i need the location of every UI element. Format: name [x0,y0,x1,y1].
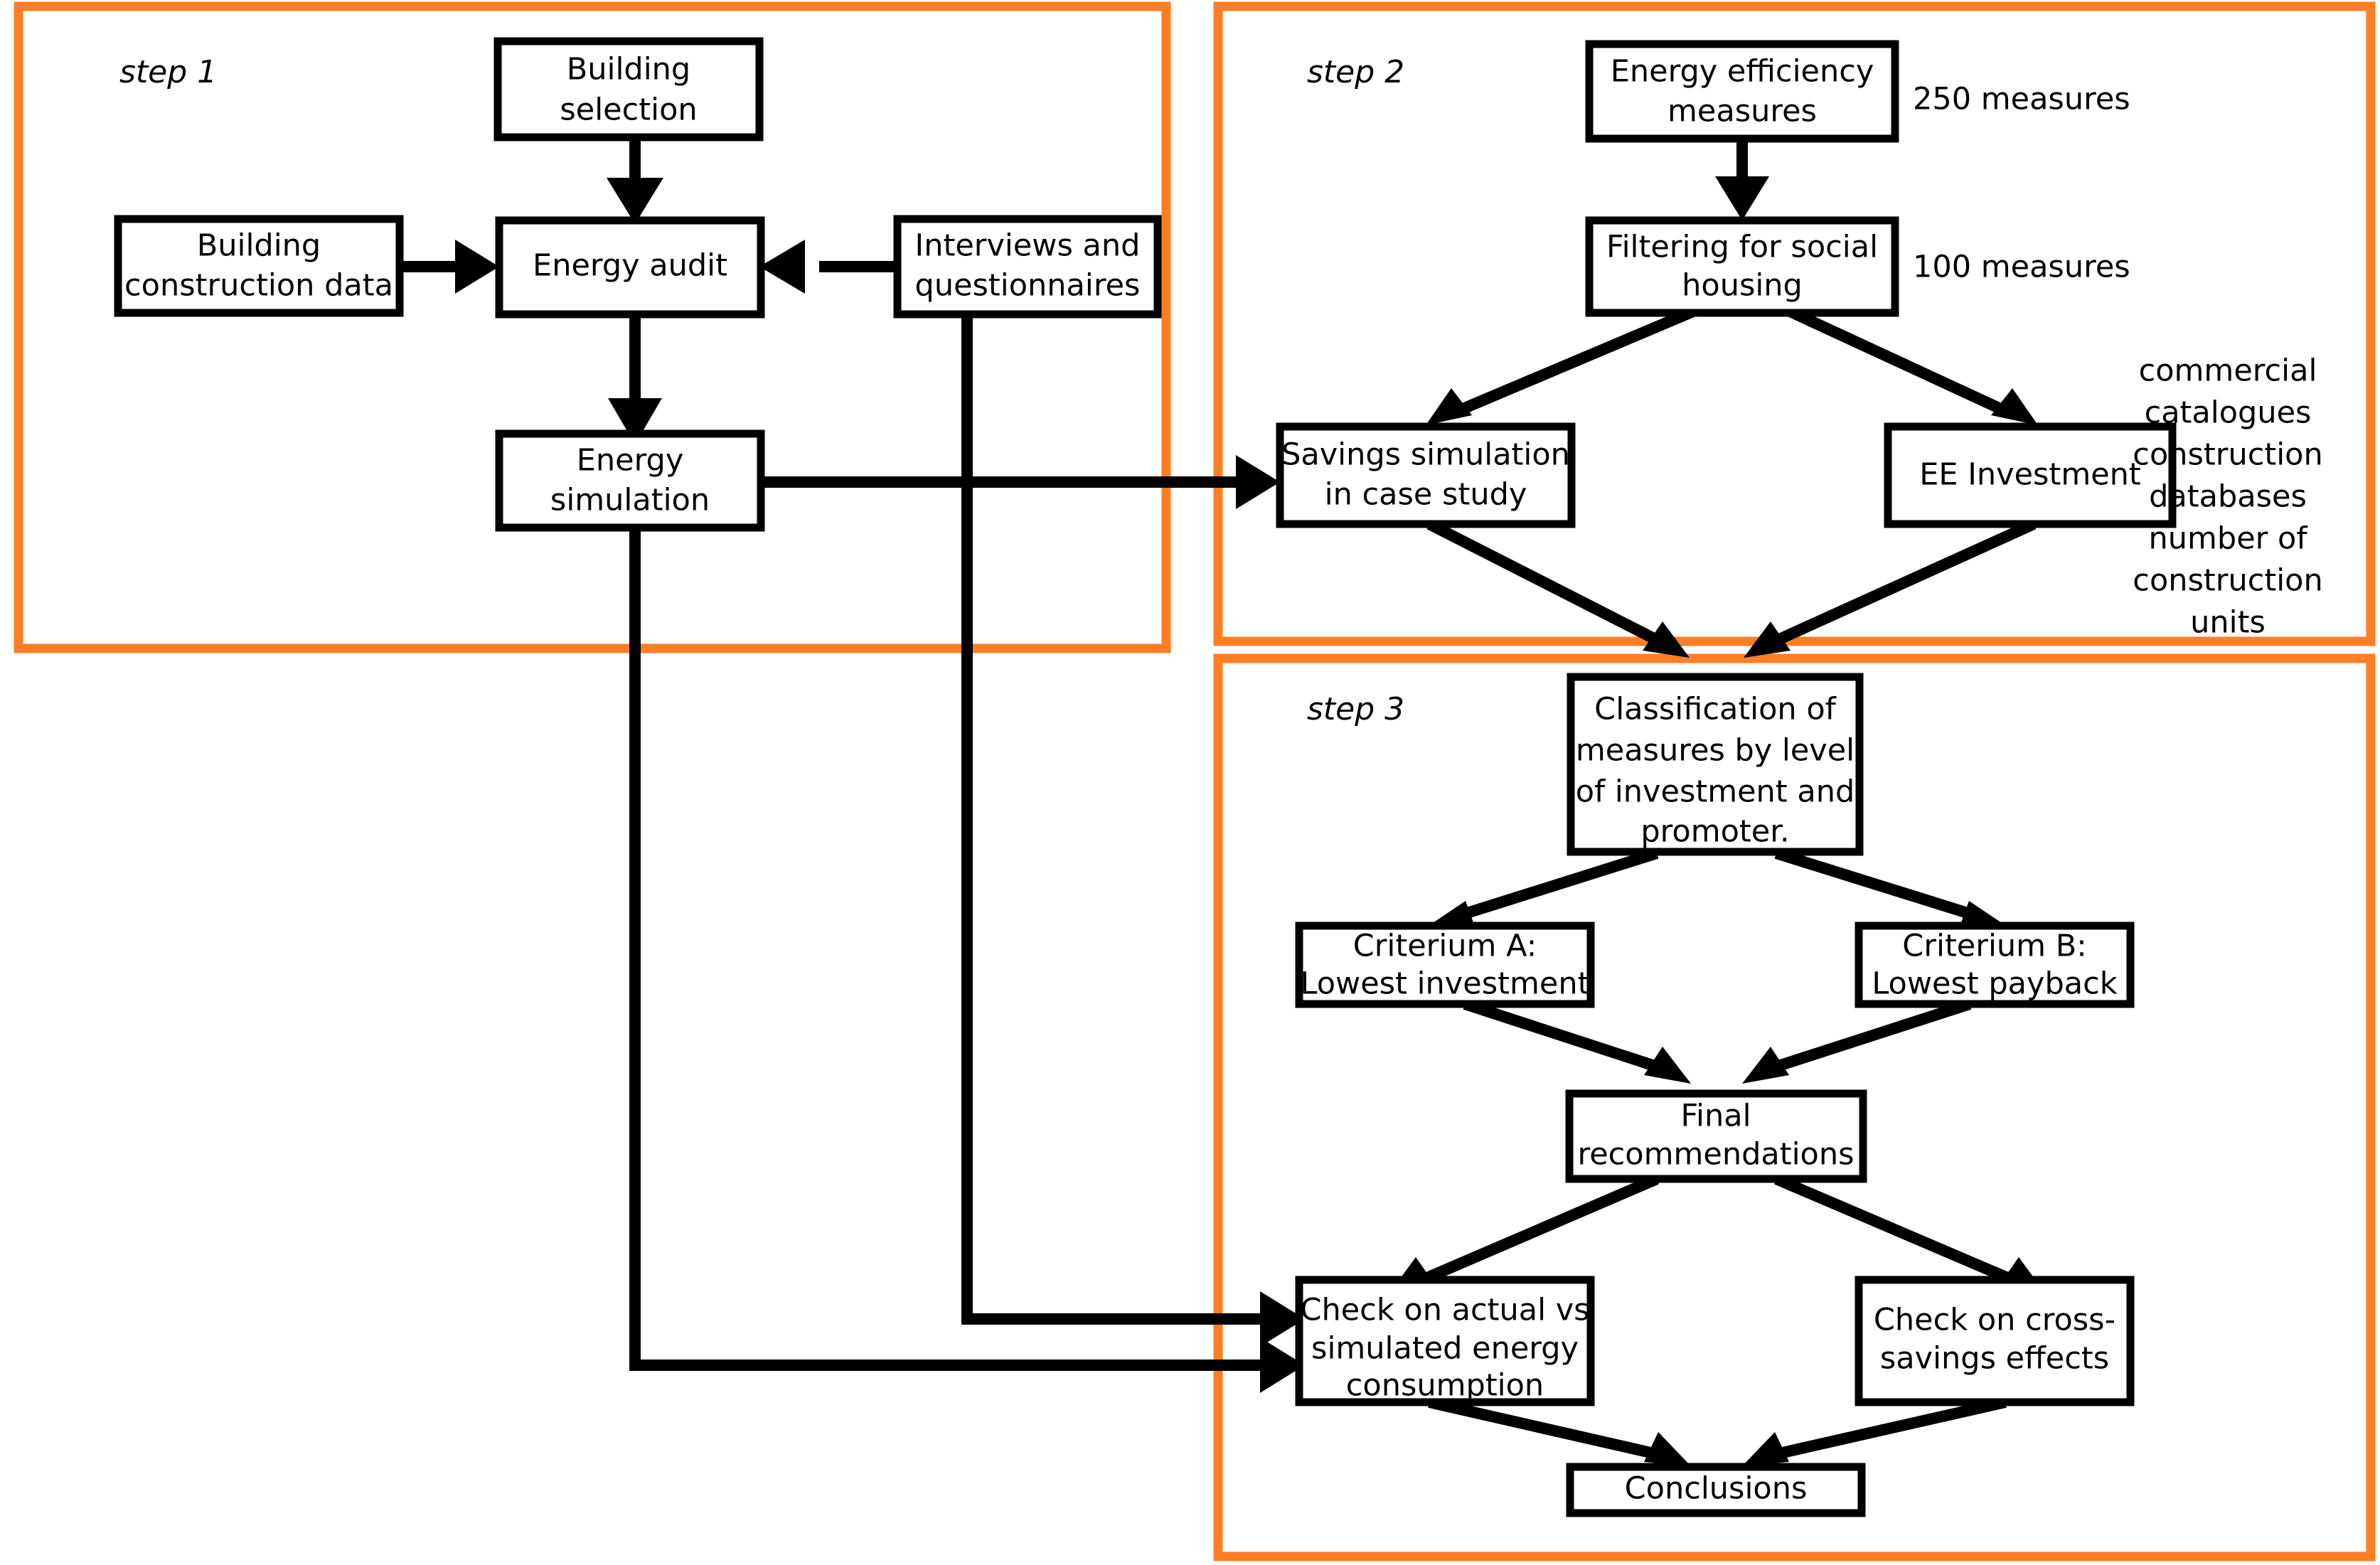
edge-check-cross-to-conclusions [1775,1396,2007,1460]
node-criterium-b-line-2: Lowest payback [1872,966,2117,1002]
step2-frame [1213,1,2376,646]
node-conclusions[interactable]: Conclusions [1566,1463,1866,1517]
node-criterium-b-line-1: Criterium B: [1902,929,2086,964]
annotation-sources-line-1: commercial [2139,353,2317,389]
node-ee-investment-line-1: EE Investment [1919,457,2141,493]
node-interviews-questionnaires[interactable]: Interviews and questionnaires [893,215,1162,319]
edge-classification-to-criterium-a [1463,848,1659,919]
node-criterium-b[interactable]: Criterium B: Lowest payback [1855,922,2135,1008]
annotation-sources-line-5: number of [2149,521,2308,557]
arrowhead-final-right [1742,1047,1789,1084]
step2-label: step 2 [1307,54,1404,90]
node-savings-simulation-line-1: Savings simulation [1281,437,1570,473]
node-check-cross-savings[interactable]: Check on cross- savings effects [1855,1276,2135,1406]
arrowhead-conclusions-right [1742,1432,1789,1466]
node-check-actual-line-2: simulated energy [1311,1331,1579,1367]
node-building-selection-line-2: selection [560,92,697,128]
arrowhead-right-audit [455,240,499,294]
node-building-construction-line-2: construction data [124,268,393,304]
annotation-sources-line-4: databases [2149,479,2307,515]
annotation-sources-line-6: construction [2133,563,2322,599]
arrowhead-down-audit [607,178,663,224]
node-criterium-a[interactable]: Criterium A: Lowest investment [1295,922,1595,1008]
arrowhead-right-check-actual-lower [1260,1337,1305,1393]
node-ee-investment[interactable]: EE Investment [1884,422,2177,528]
edge-filtering-to-savings [1455,300,1709,417]
node-classification-line-2: measures by level [1576,733,1855,769]
arrowhead-diag-classification-left [1643,621,1690,658]
step3-frame [1213,653,2376,1561]
arrowhead-diag-classification-right [1744,621,1791,658]
node-filtering-social-housing[interactable]: Filtering for social housing [1585,216,1899,317]
arrowhead-right-check-actual-upper [1260,1291,1305,1347]
arrowhead-diag-investment [1991,388,2038,425]
node-interviews-line-2: questionnaires [915,268,1141,304]
node-check-cross-line-1: Check on cross- [1874,1303,2115,1338]
node-final-recommendations-line-2: recommendations [1577,1137,1854,1173]
node-check-cross-line-2: savings effects [1880,1341,2109,1377]
node-classification-line-1: Classification of [1594,692,1836,727]
node-final-recommendations-line-1: Final [1680,1099,1751,1134]
annotation-sources-line-3: construction [2133,437,2322,473]
arrowhead-conclusions-left [1644,1432,1691,1466]
edge-check-actual-to-conclusions [1428,1396,1658,1460]
arrowhead-left-audit [759,240,805,294]
node-interviews-line-1: Interviews and [915,228,1141,264]
node-building-construction-line-1: Building [197,228,321,264]
edge-final-to-check-cross [1773,1173,2015,1286]
node-final-recommendations[interactable]: Final recommendations [1565,1089,1867,1183]
step1-label: step 1 [119,54,217,90]
arrowhead-down-filtering [1715,176,1769,220]
node-classification[interactable]: Classification of measures by level of i… [1567,673,1864,856]
edge-simulation-to-check-actual [629,528,1273,1371]
annotation-sources-line-7: units [2190,605,2266,641]
edge-interviews-to-check-actual [961,314,1273,1325]
node-check-actual-vs-simulated[interactable]: Check on actual vs simulated energy cons… [1295,1276,1595,1406]
node-energy-simulation-line-1: Energy [577,443,684,479]
node-energy-audit-line-1: Energy audit [533,248,727,284]
edge-final-to-check-actual [1419,1173,1660,1286]
node-check-actual-line-3: consumption [1346,1368,1544,1404]
edge-investment-to-classification [1775,518,2037,646]
node-savings-simulation[interactable]: Savings simulation in case study [1276,422,1576,528]
node-filtering-line-1: Filtering for social [1606,230,1878,265]
step1-frame [14,1,1171,653]
node-building-selection[interactable]: Building selection [493,37,764,141]
node-energy-efficiency-line-1: Energy efficiency [1611,54,1874,90]
arrowhead-down-simulation [608,398,662,444]
edge-savings-to-classification [1426,518,1660,646]
node-classification-line-3: of investment and [1576,774,1855,810]
edge-filtering-to-investment [1775,300,2008,417]
node-criterium-a-line-1: Criterium A: [1353,929,1537,964]
node-energy-audit[interactable]: Energy audit [495,216,765,319]
arrowhead-final-left [1644,1047,1691,1084]
node-energy-efficiency-measures[interactable]: Energy efficiency measures [1585,40,1899,143]
node-check-actual-line-1: Check on actual vs [1300,1293,1589,1328]
arrowhead-right-savings [1236,455,1280,509]
step3-label: step 3 [1307,691,1404,727]
node-energy-simulation[interactable]: Energy simulation [495,429,765,532]
annotation-sources-list: commercial catalogues construction datab… [2133,353,2322,641]
node-criterium-a-line-2: Lowest investment [1301,966,1590,1002]
node-energy-efficiency-line-2: measures [1667,94,1817,129]
node-classification-line-4: promoter. [1640,814,1789,850]
node-filtering-line-2: housing [1682,268,1803,304]
annotation-sources-line-2: catalogues [2145,395,2312,431]
node-energy-simulation-line-2: simulation [550,483,710,518]
edge-criterium-a-to-final [1463,998,1659,1072]
node-building-selection-line-1: Building [567,52,690,87]
annotation-250-measures: 250 measures [1913,82,2130,117]
node-building-construction-data[interactable]: Building construction data [114,215,404,317]
node-conclusions-line-1: Conclusions [1625,1471,1808,1507]
arrowhead-diag-savings [1426,388,1472,425]
node-savings-simulation-line-2: in case study [1325,477,1527,513]
edge-criterium-b-to-final [1774,998,1972,1072]
edge-classification-to-criterium-b [1774,848,1972,919]
annotation-100-measures: 100 measures [1913,250,2130,285]
